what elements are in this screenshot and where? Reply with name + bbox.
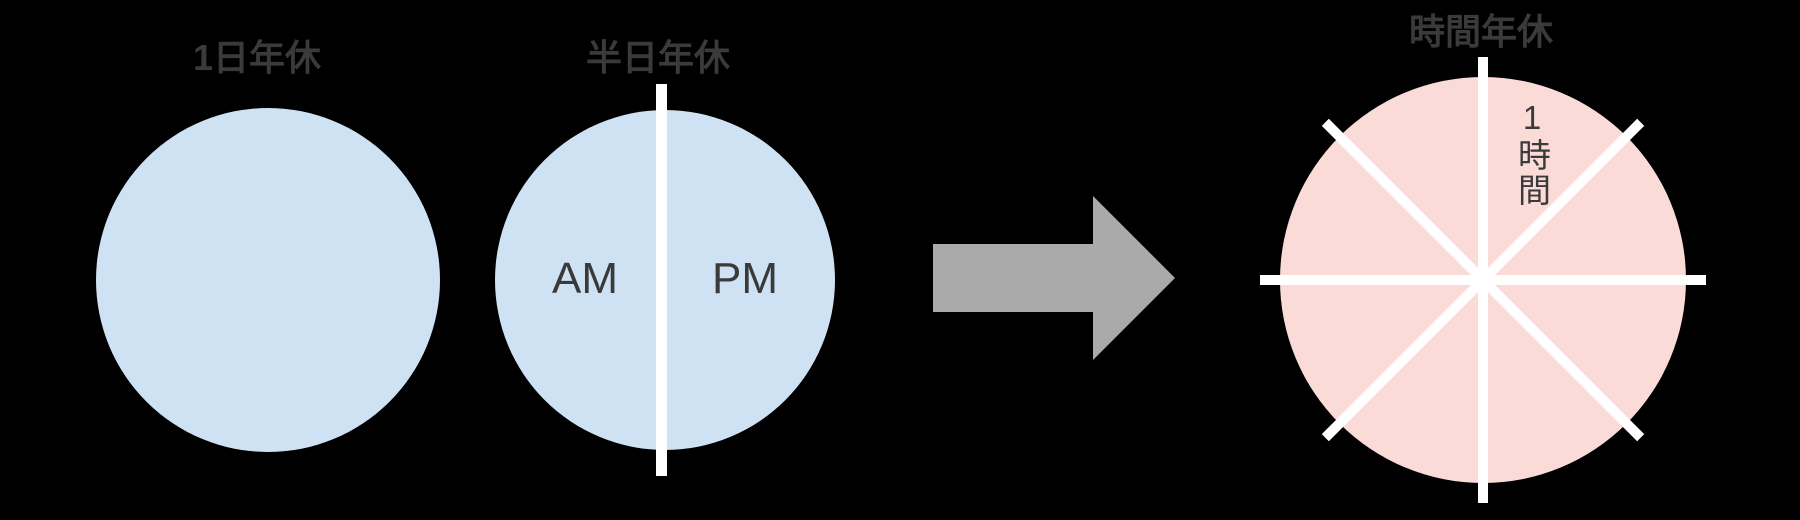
half-day-title: 半日年休: [585, 37, 731, 78]
am-label: AM: [552, 254, 618, 303]
pm-label: PM: [712, 254, 778, 303]
hourly-title: 時間年休: [1408, 11, 1554, 52]
full-day-circle: [96, 108, 440, 452]
right-arrow-icon: [933, 196, 1175, 360]
full-day-title: 1日年休: [192, 37, 322, 78]
one-hour-label: 1時間: [1513, 99, 1551, 208]
half-day-divider-line: [656, 84, 667, 476]
